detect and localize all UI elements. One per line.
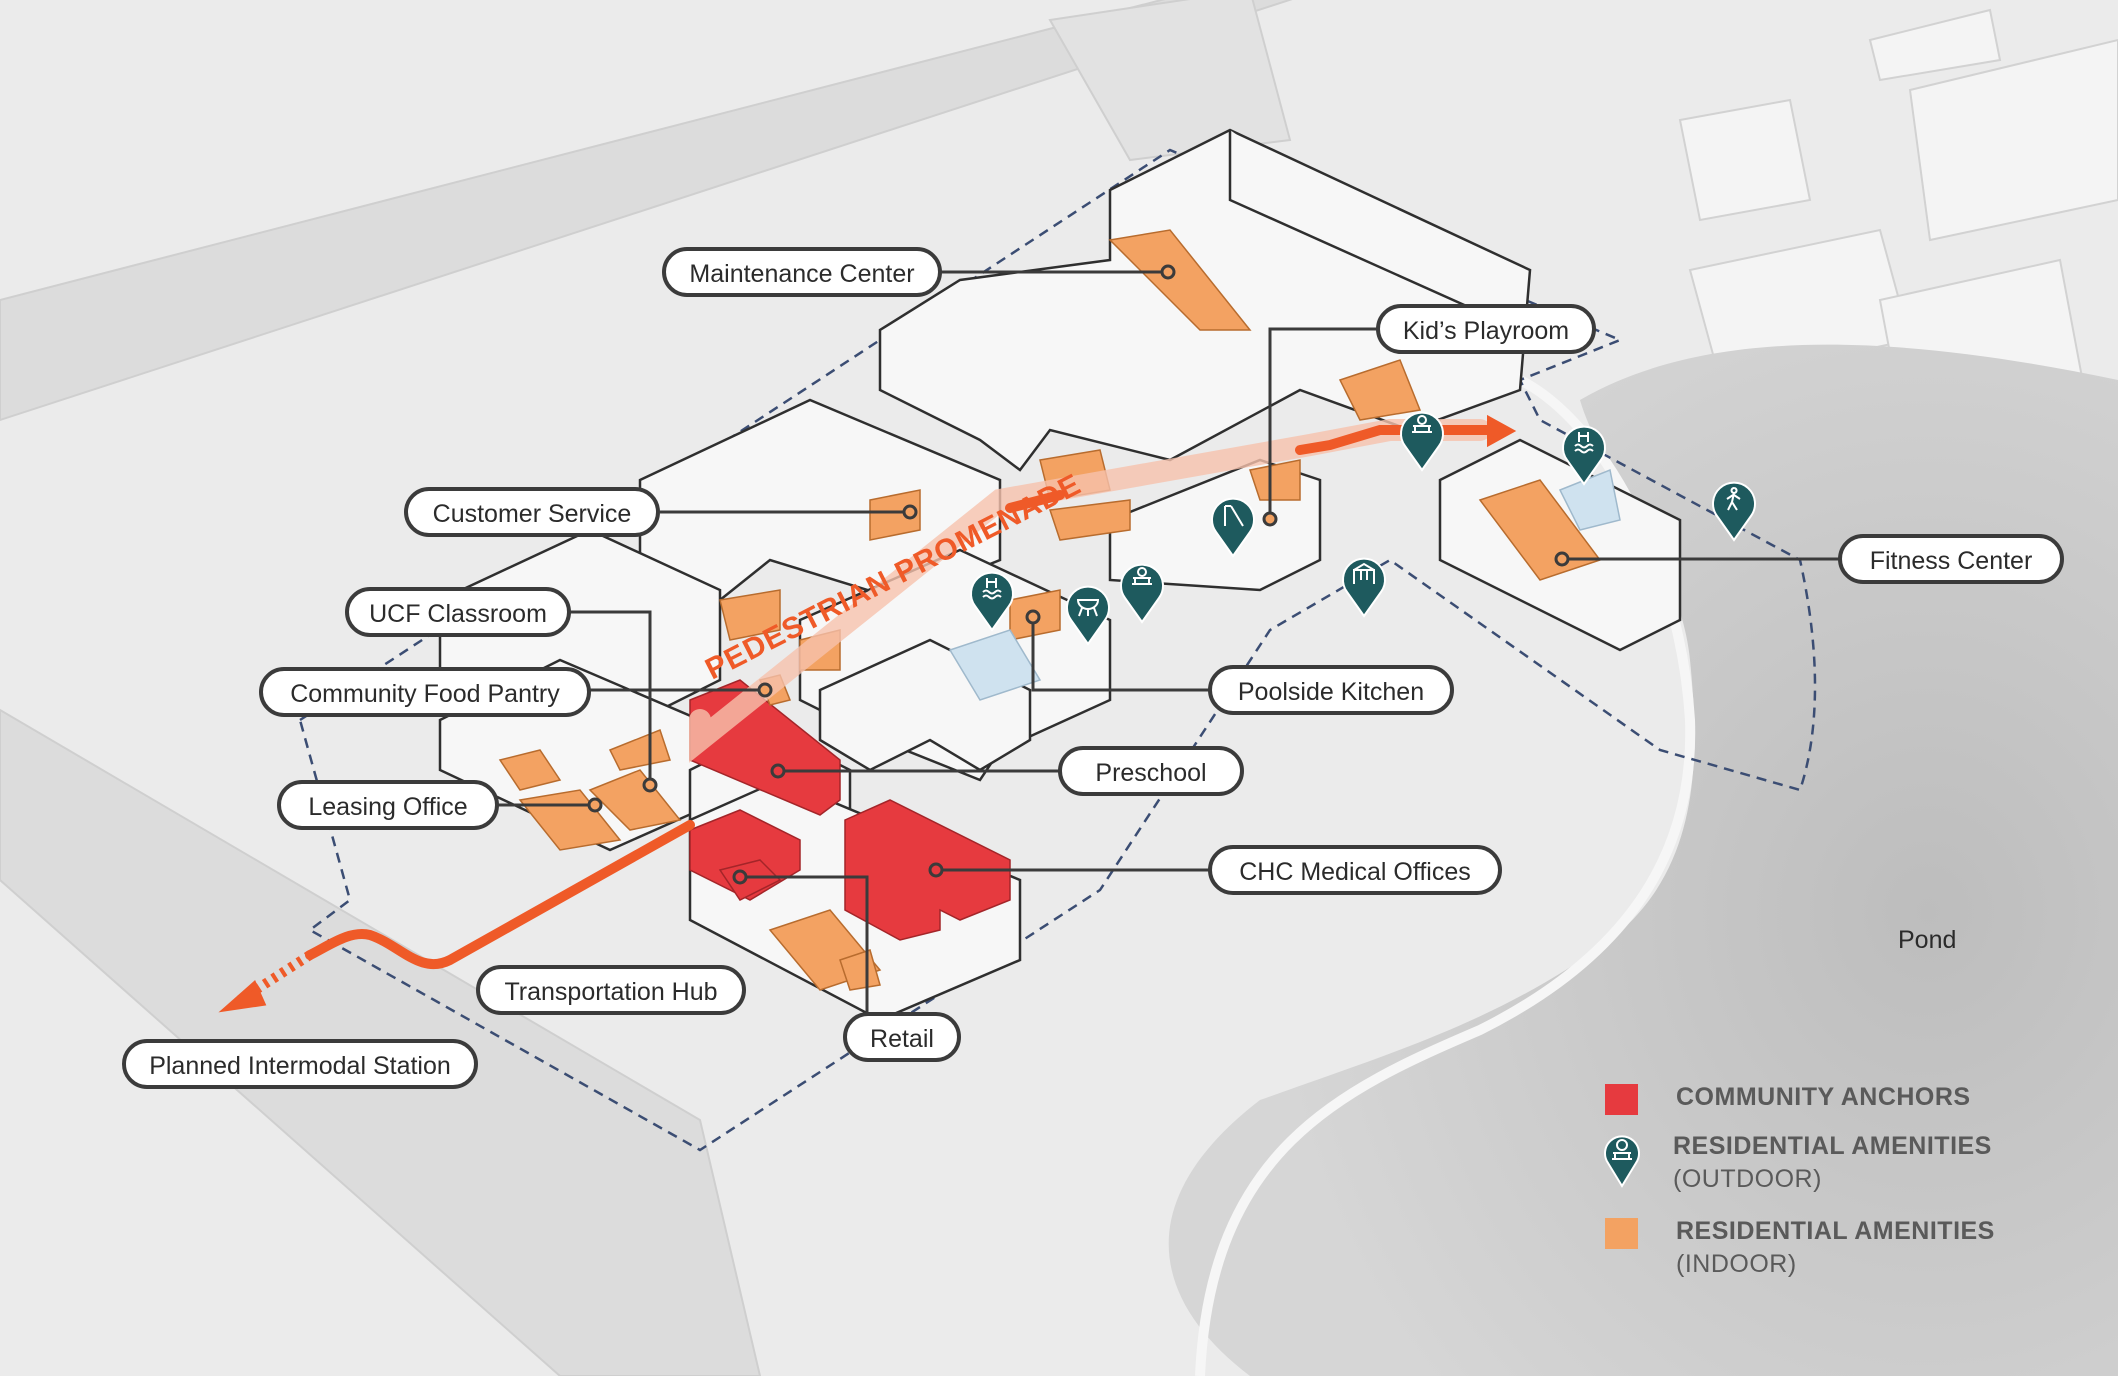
customer-service-label: Customer Service — [404, 487, 660, 537]
transportation-hub-label: Transportation Hub — [476, 965, 746, 1015]
walking-trail-icon — [1712, 481, 1756, 542]
pools — [948, 468, 1621, 701]
community-anchor-swatch — [1605, 1084, 1638, 1115]
legend: COMMUNITY ANCHORS RESIDENTIAL AMENITIES … — [1604, 1075, 2085, 1315]
legend-outdoor-title: RESIDENTIAL AMENITIES — [1673, 1132, 1992, 1160]
ucf-classroom-label: UCF Classroom — [345, 587, 571, 637]
legend-community-anchors: COMMUNITY ANCHORS — [1605, 1081, 1971, 1115]
legend-outdoor-sub: (OUTDOOR) — [1673, 1165, 1822, 1193]
picnic-pavilion-icon — [1400, 411, 1444, 472]
legend-indoor-title: RESIDENTIAL AMENITIES — [1676, 1217, 1995, 1245]
playground-icon — [1342, 557, 1386, 618]
planned-intermodal-station-label: Planned Intermodal Station — [122, 1039, 478, 1089]
preschool-label: Preschool — [1058, 746, 1244, 796]
pond-label: Pond — [1898, 926, 1957, 954]
leasing-office-label: Leasing Office — [277, 780, 499, 830]
legend-indoor-sub: (INDOOR) — [1676, 1250, 1797, 1278]
fitness-center-label: Fitness Center — [1838, 534, 2064, 584]
chc-medical-offices-label: CHC Medical Offices — [1208, 845, 1502, 895]
indoor-amenity-swatch — [1605, 1218, 1638, 1249]
legend-community-anchors-text: COMMUNITY ANCHORS — [1676, 1083, 1971, 1111]
outdoor-amenity-pins — [970, 411, 1756, 646]
picnic-pavilion-icon — [1120, 563, 1164, 624]
maintenance-center-label: Maintenance Center — [662, 247, 942, 297]
indoor-amenity-masses — [498, 229, 1602, 991]
poolside-kitchen-label: Poolside Kitchen — [1208, 665, 1454, 715]
legend-outdoor-amenities: RESIDENTIAL AMENITIES (OUTDOOR) — [1604, 1130, 1992, 1196]
pool-icon — [970, 571, 1014, 632]
legend-indoor-amenities: RESIDENTIAL AMENITIES (INDOOR) — [1605, 1215, 1995, 1281]
kids-playroom-label: Kid’s Playroom — [1376, 304, 1596, 354]
slide-icon — [1211, 497, 1255, 558]
pond — [1168, 344, 2118, 1376]
grill-icon — [1066, 585, 1110, 646]
leader-dots — [587, 264, 1570, 885]
retail-label: Retail — [843, 1012, 961, 1062]
pool-icon — [1562, 425, 1606, 486]
leader-lines — [498, 270, 1840, 1017]
picnic-pavilion-icon — [1604, 1135, 1640, 1188]
community-food-pantry-label: Community Food Pantry — [259, 667, 591, 717]
